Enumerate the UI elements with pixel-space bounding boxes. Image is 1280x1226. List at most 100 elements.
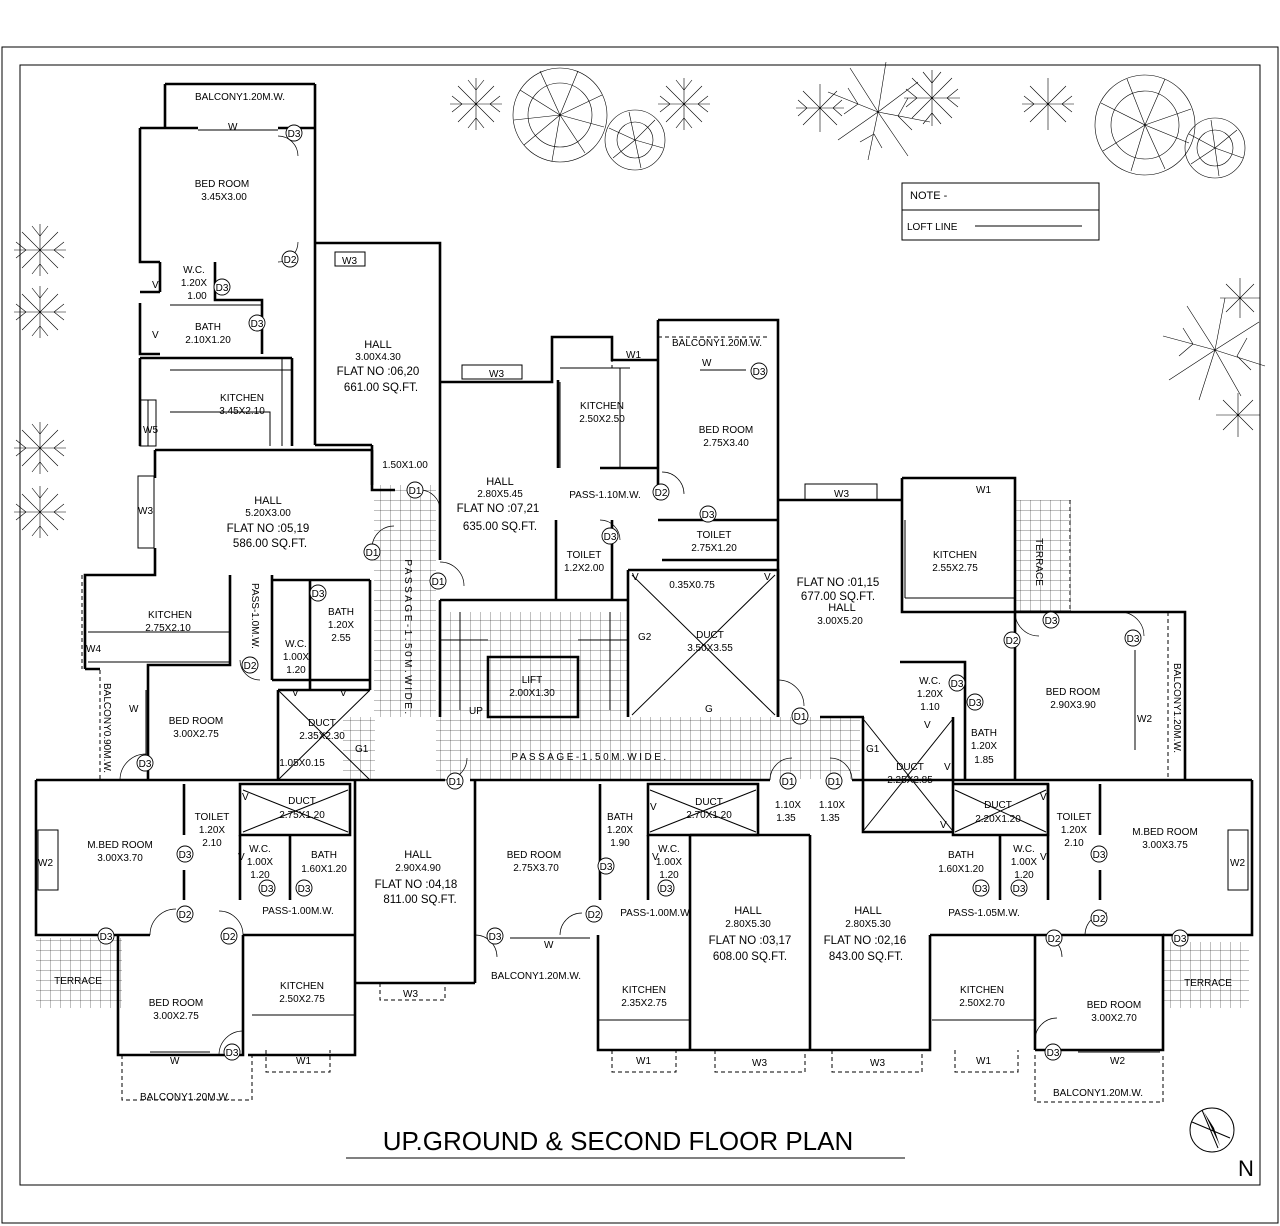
svg-text:1.20X: 1.20X [607, 825, 633, 836]
window-label: W3 [342, 256, 357, 267]
shrub-icon [14, 422, 66, 474]
svg-text:TOILET: TOILET [195, 812, 230, 823]
door-tag-d3: D3 [750, 362, 768, 380]
door-tag-d3: D3 [597, 857, 615, 875]
room-label: W.C.1.20X1.00 [181, 265, 207, 302]
svg-text:1.60X1.20: 1.60X1.20 [301, 864, 347, 875]
door-tag-d3: D3 [248, 314, 266, 332]
svg-text:3.45X2.10: 3.45X2.10 [219, 406, 265, 417]
svg-text:3.00X5.20: 3.00X5.20 [817, 616, 863, 627]
svg-text:D3: D3 [139, 759, 152, 770]
window-label: V [1040, 792, 1047, 803]
svg-text:2.90X4.90: 2.90X4.90 [395, 863, 441, 874]
building-walls [34, 82, 1254, 1057]
svg-text:D3: D3 [1047, 1048, 1060, 1059]
door-arcs [119, 135, 1145, 1056]
svg-text:HALL: HALL [734, 905, 762, 917]
window-label: V [764, 572, 771, 583]
svg-text:TOILET: TOILET [1057, 812, 1092, 823]
north-arrow-icon: N [1189, 1107, 1254, 1181]
door-tag-d3: D3 [657, 879, 675, 897]
svg-text:BATH: BATH [607, 812, 633, 823]
window-label: W2 [1137, 714, 1152, 725]
svg-text:KITCHEN: KITCHEN [622, 985, 666, 996]
note-box: NOTE - LOFT LINE [901, 182, 1100, 241]
north-label: N [1238, 1156, 1254, 1181]
door-tag-d3: D3 [486, 927, 504, 945]
svg-text:BATH: BATH [948, 850, 974, 861]
svg-text:1.60X1.20: 1.60X1.20 [938, 864, 984, 875]
svg-text:BATH: BATH [328, 607, 354, 618]
palm-icon [1162, 297, 1266, 401]
door-tag-d3: D3 [258, 879, 276, 897]
door-tag-d2: D2 [281, 250, 299, 268]
shrub-icon [904, 70, 960, 126]
svg-text:D3: D3 [312, 589, 325, 600]
svg-text:D3: D3 [1174, 934, 1187, 945]
svg-text:2.25X2.85: 2.25X2.85 [887, 775, 933, 786]
door-tag-d2: D2 [1045, 929, 1063, 947]
svg-text:D3: D3 [179, 850, 192, 861]
svg-text:D3: D3 [1093, 850, 1106, 861]
svg-text:D1: D1 [794, 712, 807, 723]
svg-text:DUCT: DUCT [896, 762, 924, 773]
window-label: W1 [636, 1056, 651, 1067]
window-label: G1 [355, 744, 369, 755]
door-tag-d3: D3 [966, 693, 984, 711]
internal-lines [81, 84, 1169, 1103]
stair-up-label: UP [469, 706, 483, 717]
svg-text:1.20: 1.20 [659, 870, 679, 881]
room-label: W.C.1.20X1.10 [917, 676, 943, 713]
svg-text:2.35X2.30: 2.35X2.30 [299, 731, 345, 742]
door-tag-d3: D3 [136, 754, 154, 772]
svg-text:FLAT NO :04,18: FLAT NO :04,18 [375, 879, 458, 891]
svg-text:BED ROOM: BED ROOM [195, 179, 249, 190]
svg-text:D3: D3 [288, 129, 301, 140]
door-tag-d1: D1 [779, 772, 797, 790]
door-tag-d1: D1 [446, 772, 464, 790]
shrub-icon [1216, 393, 1260, 437]
svg-text:1.90: 1.90 [610, 838, 630, 849]
door-tag-d3: D3 [285, 124, 303, 142]
window-label: W3 [489, 369, 504, 380]
svg-text:BATH: BATH [195, 322, 221, 333]
window-label: V [152, 330, 159, 341]
svg-text:HALL: HALL [854, 905, 882, 917]
balcony-label: BALCONY1.20M.W. [672, 338, 762, 349]
window-label: V [1040, 852, 1047, 863]
window-label: G1 [866, 744, 880, 755]
passage-label: PASS-1.10M.W. [569, 490, 641, 501]
svg-text:D2: D2 [1093, 914, 1106, 925]
balcony-label: BALCONY1.20M.W. [195, 92, 285, 103]
window-label: W3 [752, 1058, 767, 1069]
svg-text:BATH: BATH [311, 850, 337, 861]
svg-text:M.BED ROOM: M.BED ROOM [87, 840, 153, 851]
svg-text:2.50X2.70: 2.50X2.70 [959, 998, 1005, 1009]
svg-text:1.00X: 1.00X [656, 857, 682, 868]
drawing-title: UP.GROUND & SECOND FLOOR PLAN [346, 1126, 905, 1159]
passage-label: PASS-1.05M.W. [948, 908, 1020, 919]
svg-text:DUCT: DUCT [308, 718, 336, 729]
flat-07-21-label: HALL 2.80X5.45 FLAT NO :07,21 635.00 SQ.… [457, 476, 540, 533]
svg-text:D3: D3 [1013, 884, 1026, 895]
svg-text:D1: D1 [432, 577, 445, 588]
dimension-label: 1.05X0.15 [279, 758, 325, 769]
door-tag-d2: D2 [652, 483, 670, 501]
svg-text:W.C.: W.C. [658, 844, 680, 855]
svg-text:FLAT NO :05,19: FLAT NO :05,19 [227, 523, 310, 535]
svg-text:1.10X: 1.10X [819, 800, 845, 811]
svg-text:1.00: 1.00 [187, 291, 207, 302]
balcony-label: BALCONY1.20M.W. [491, 971, 581, 982]
flat-02-16-label: HALL 2.80X5.30 FLAT NO :02,16 843.00 SQ.… [824, 905, 907, 963]
svg-text:D3: D3 [951, 679, 964, 690]
door-tag-d3: D3 [1171, 929, 1189, 947]
